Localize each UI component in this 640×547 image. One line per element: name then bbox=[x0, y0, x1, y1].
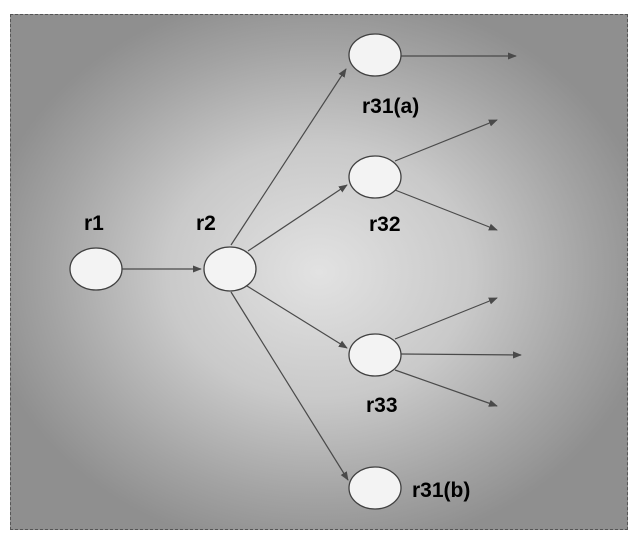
label-r32: r32 bbox=[369, 213, 401, 236]
edge-r2-r31b bbox=[230, 291, 349, 481]
label-r31b: r31(b) bbox=[412, 479, 470, 502]
node-r31b bbox=[348, 466, 402, 510]
label-r2: r2 bbox=[196, 212, 216, 235]
edge-r33-out-up bbox=[394, 297, 498, 340]
node-r31a bbox=[348, 33, 402, 77]
label-r1: r1 bbox=[84, 212, 104, 235]
edge-r2-r31a bbox=[230, 68, 347, 246]
node-r1 bbox=[69, 247, 123, 291]
edge-r2-r33 bbox=[246, 285, 348, 349]
node-r32 bbox=[348, 155, 402, 199]
edge-r33-out-down bbox=[394, 369, 498, 407]
label-r31a: r31(a) bbox=[362, 95, 419, 118]
edge-r2-r32 bbox=[247, 184, 348, 252]
edge-r32-out-down bbox=[394, 189, 498, 231]
edge-r32-out-up bbox=[394, 119, 498, 162]
node-r2 bbox=[203, 246, 257, 292]
label-r33: r33 bbox=[366, 394, 398, 417]
node-r33 bbox=[348, 333, 402, 377]
edge-r33-out-mid bbox=[400, 351, 522, 359]
